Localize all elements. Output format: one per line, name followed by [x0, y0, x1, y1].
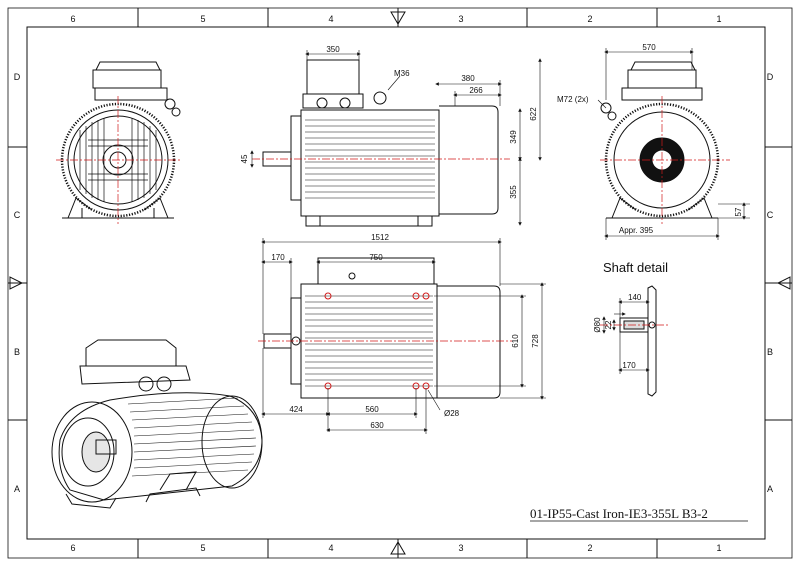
dim-label: 266 — [469, 86, 483, 95]
row-label: D — [767, 72, 774, 82]
row-labels-right: D C B A — [767, 72, 774, 494]
row-label: B — [14, 347, 20, 357]
col-label: 3 — [458, 14, 463, 24]
fan-end-view — [60, 61, 181, 219]
col-label: 5 — [200, 14, 205, 24]
dim-label: 1512 — [371, 233, 389, 242]
dim-label: M36 — [394, 69, 410, 78]
row-label: B — [767, 347, 773, 357]
fan-end-centerlines — [56, 96, 180, 224]
row-label: C — [767, 210, 774, 220]
drive-end-centerlines — [600, 96, 730, 224]
dim-label: 140 — [628, 293, 642, 302]
dim-label: Ø80 — [593, 317, 602, 333]
dim-label: 728 — [531, 334, 540, 348]
side-view — [262, 59, 499, 227]
dim-label: 22 — [604, 320, 613, 329]
col-label: 4 — [328, 543, 333, 553]
col-label: 1 — [716, 543, 721, 553]
shaft-detail-dimensions — [602, 298, 650, 374]
dim-label: 380 — [461, 74, 475, 83]
top-view — [263, 257, 501, 399]
dim-label: 355 — [509, 185, 518, 199]
col-label: 4 — [328, 14, 333, 24]
column-labels-bottom: 6 5 4 3 2 1 — [70, 543, 721, 553]
dim-label: 622 — [529, 107, 538, 121]
drawing-frame — [7, 7, 793, 559]
side-view-dim-labels: 350 M36 380 266 349 355 622 45 — [240, 45, 538, 199]
shaft-detail-heading: Shaft detail — [603, 260, 668, 275]
top-view-dim-labels: 1512 170 750 424 560 630 Ø28 610 728 — [271, 233, 540, 430]
side-view-dimensions — [250, 50, 542, 226]
drawing-title: 01-IP55-Cast Iron-IE3-355L B3-2 — [530, 506, 708, 521]
dim-label: 570 — [642, 43, 656, 52]
top-view-dimensions — [261, 238, 546, 434]
dim-label: 424 — [289, 405, 303, 414]
dim-label: 610 — [511, 334, 520, 348]
dim-label: 45 — [240, 154, 249, 163]
dim-label: 560 — [365, 405, 379, 414]
col-label: 3 — [458, 543, 463, 553]
dim-label: Appr. 395 — [619, 226, 654, 235]
dim-label: Ø28 — [444, 409, 460, 418]
col-label: 1 — [716, 14, 721, 24]
row-label: D — [14, 72, 21, 82]
dim-label: 349 — [509, 130, 518, 144]
drive-end-view — [600, 61, 720, 219]
shaft-detail-dim-labels: 140 Ø80 22 170 — [593, 293, 642, 370]
col-label: 6 — [70, 14, 75, 24]
shaft-detail — [619, 285, 657, 397]
dim-label: 750 — [369, 253, 383, 262]
dim-label: 170 — [271, 253, 285, 262]
col-label: 6 — [70, 543, 75, 553]
row-labels-left: D C B A — [14, 72, 21, 494]
col-label: 2 — [587, 14, 592, 24]
row-label: C — [14, 210, 21, 220]
dim-label: 350 — [326, 45, 340, 54]
col-label: 2 — [587, 543, 592, 553]
col-label: 5 — [200, 543, 205, 553]
dim-label: 630 — [370, 421, 384, 430]
dim-label: M72 (2x) — [557, 95, 589, 104]
row-label: A — [14, 484, 20, 494]
isometric-motor-view — [51, 339, 263, 509]
dim-label: 170 — [622, 361, 636, 370]
dim-label: 57 — [734, 207, 743, 216]
row-label: A — [767, 484, 773, 494]
drive-end-dim-labels: 570 M72 (2x) Appr. 395 57 — [557, 43, 743, 235]
column-labels-top: 6 5 4 3 2 1 — [70, 14, 721, 24]
drive-end-dimensions — [597, 48, 750, 240]
